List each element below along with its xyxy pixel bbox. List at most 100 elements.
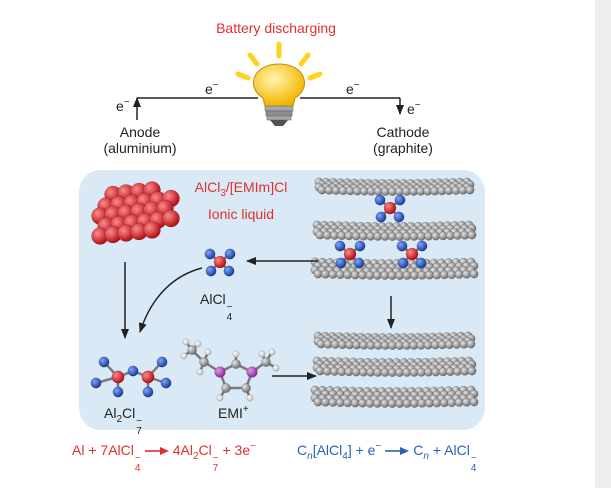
aluminium-atom bbox=[111, 370, 125, 384]
carbon-atom bbox=[447, 270, 457, 280]
carbon-atom bbox=[467, 230, 477, 240]
nitrogen-atom bbox=[246, 366, 258, 378]
carbon-atom bbox=[372, 270, 382, 280]
carbon-atom bbox=[365, 270, 375, 280]
carbon-atom bbox=[313, 397, 323, 407]
aluminium-atom bbox=[162, 209, 180, 228]
electron-label-top-left: e− bbox=[205, 80, 219, 97]
hydrogen-atom bbox=[182, 338, 190, 346]
carbon-atom bbox=[395, 399, 405, 408]
chlorine-atom bbox=[98, 356, 110, 368]
carbon-atom bbox=[261, 357, 271, 367]
carbon-atom bbox=[343, 398, 353, 408]
chlorine-atom bbox=[90, 377, 102, 389]
hydrogen-atom bbox=[246, 394, 254, 402]
carbon-atom bbox=[350, 270, 360, 280]
chlorine-atom bbox=[354, 240, 366, 252]
graphite-cathode-layers bbox=[310, 177, 479, 408]
chlorine-atom bbox=[224, 248, 236, 260]
carbon-atom bbox=[462, 397, 472, 407]
chlorine-atom bbox=[334, 240, 346, 252]
cathode-label: Cathode(graphite) bbox=[373, 124, 433, 156]
carbon-atom bbox=[402, 271, 412, 280]
hydrogen-atom bbox=[232, 350, 240, 358]
carbon-atom bbox=[335, 398, 345, 408]
carbon-atom bbox=[320, 269, 330, 279]
carbon-atom bbox=[365, 398, 375, 408]
carbon-atom bbox=[410, 398, 420, 408]
al2cl7-label: Al2Cl−7 bbox=[104, 405, 143, 437]
battery-discharging-title: Battery discharging bbox=[216, 20, 336, 36]
light-bulb-icon bbox=[235, 41, 323, 126]
chlorine-atom bbox=[415, 257, 427, 269]
chlorine-atom bbox=[374, 194, 386, 206]
chlorine-atom bbox=[416, 240, 428, 252]
carbon-atom bbox=[395, 271, 405, 280]
carbon-atom bbox=[439, 398, 449, 408]
carbon-atom bbox=[221, 383, 231, 393]
chlorine-atom bbox=[335, 257, 347, 269]
carbon-atom bbox=[387, 271, 397, 280]
carbon-atom bbox=[313, 269, 323, 279]
carbon-atom bbox=[467, 366, 477, 376]
carbon-atom bbox=[380, 399, 390, 408]
carbon-atom bbox=[432, 398, 442, 408]
hydrogen-atom bbox=[216, 394, 224, 402]
hydrogen-atom bbox=[272, 364, 280, 372]
electron-label-cathode: e− bbox=[407, 100, 421, 117]
carbon-atom bbox=[241, 383, 251, 393]
carbon-atom bbox=[320, 397, 330, 407]
carbon-atom bbox=[387, 399, 397, 408]
chlorine-atom bbox=[204, 248, 216, 260]
right-scrollbar-strip bbox=[595, 0, 611, 488]
chlorine-atom bbox=[353, 257, 365, 269]
free-ion-molecules bbox=[90, 248, 280, 402]
aluminium-atom bbox=[213, 255, 227, 269]
carbon-atom bbox=[439, 270, 449, 280]
alcl4-to-al2cl7-arrow bbox=[138, 267, 203, 333]
chlorine-atom bbox=[393, 211, 405, 223]
ionic-liquid-label: AlCl3/[EMIm]Cl Ionic liquid bbox=[194, 179, 288, 222]
hydrogen-atom bbox=[258, 350, 266, 358]
carbon-atom bbox=[410, 270, 420, 280]
carbon-atom bbox=[469, 269, 479, 279]
aluminium-atom bbox=[405, 247, 419, 261]
carbon-atom bbox=[187, 345, 197, 355]
hydrogen-atom bbox=[268, 348, 276, 356]
carbon-atom bbox=[424, 270, 434, 280]
chlorine-atom bbox=[156, 356, 168, 368]
electron-label-top-right: e− bbox=[346, 80, 360, 97]
carbon-atom bbox=[231, 359, 241, 369]
hydrogen-atom bbox=[196, 368, 204, 376]
nitrogen-atom bbox=[214, 366, 226, 378]
carbon-atom bbox=[372, 398, 382, 408]
anode-reaction-arrow-icon bbox=[144, 447, 169, 456]
carbon-atom bbox=[465, 185, 475, 195]
chlorine-atom bbox=[160, 377, 172, 389]
carbon-atom bbox=[417, 398, 427, 408]
aluminium-atom bbox=[383, 201, 397, 215]
hydrogen-atom bbox=[194, 340, 202, 348]
aluminium-atom bbox=[141, 370, 155, 384]
emi-label: EMI+ bbox=[218, 404, 249, 421]
carbon-atom bbox=[454, 269, 464, 279]
chlorine-atom bbox=[112, 386, 124, 398]
chlorine-atom bbox=[394, 194, 406, 206]
carbon-atom bbox=[462, 269, 472, 279]
chlorine-atom bbox=[205, 265, 217, 277]
carbon-atom bbox=[432, 270, 442, 280]
carbon-atom bbox=[328, 269, 338, 279]
electron-label-anode: e− bbox=[116, 97, 130, 114]
carbon-atom bbox=[335, 270, 345, 280]
aluminium-atom bbox=[143, 221, 161, 239]
aluminium-anode-cluster bbox=[91, 181, 180, 245]
carbon-atom bbox=[358, 398, 368, 408]
carbon-atom bbox=[343, 270, 353, 280]
carbon-atom bbox=[424, 398, 434, 408]
chlorine-atom bbox=[127, 365, 139, 377]
chlorine-atom bbox=[223, 265, 235, 277]
carbon-atom bbox=[447, 398, 457, 408]
carbon-atom bbox=[358, 270, 368, 280]
